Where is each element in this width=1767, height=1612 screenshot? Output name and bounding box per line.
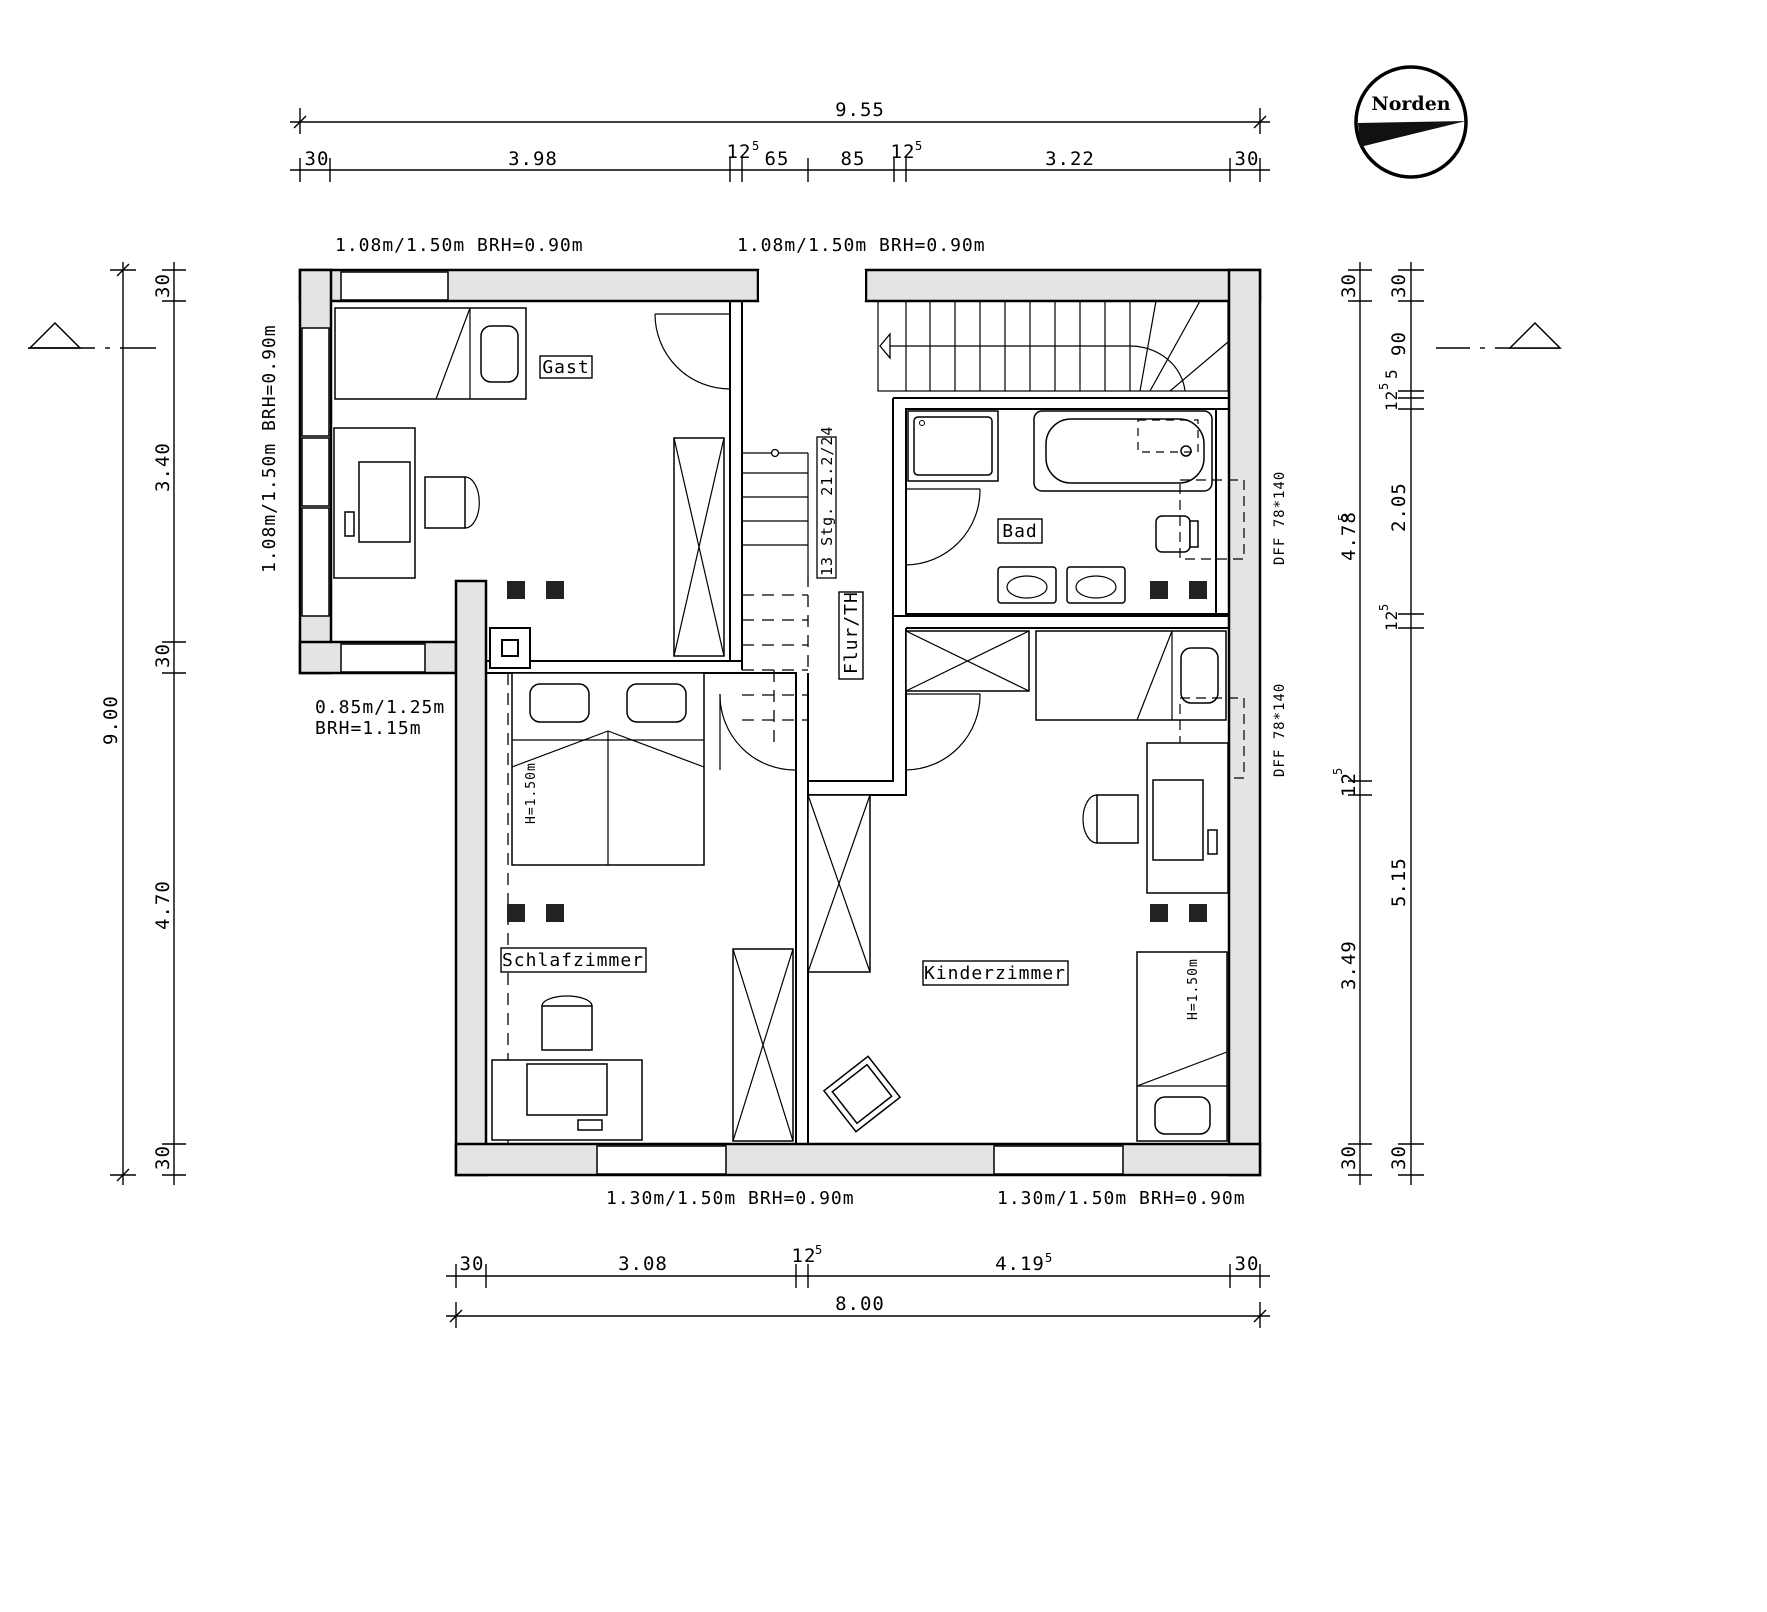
schlafzimmer-furniture: H=1.50m bbox=[491, 672, 794, 1144]
dim-left-seg-2: 3.40 bbox=[152, 442, 174, 492]
room-label-kinderzimmer: Kinderzimmer bbox=[924, 963, 1066, 984]
dim-right-inner-3: 3.49 bbox=[1338, 940, 1360, 990]
dim-right-seg-3: 12 bbox=[1382, 390, 1401, 411]
bad-furniture bbox=[907, 410, 1245, 604]
dim-right-sup-2: 5 bbox=[1377, 604, 1391, 611]
dim-right-sup-1: 5 bbox=[1377, 383, 1391, 390]
pillow-left bbox=[529, 683, 590, 723]
room-label-schlafzimmer: Schlafzimmer bbox=[502, 950, 644, 971]
dim-bottom-seg-1: 30 bbox=[460, 1253, 485, 1275]
compass-label: Norden bbox=[1371, 93, 1450, 115]
stair-label: 13 Stg. 21.2/24 bbox=[818, 426, 836, 576]
window-label-schlaf-bottom: 1.30m/1.50m BRH=0.90m bbox=[606, 1188, 855, 1209]
dim-top-seg-6: 12 bbox=[891, 141, 916, 163]
dim-top-seg-3: 12 bbox=[727, 141, 752, 163]
dim-right-inner-2: 12 bbox=[1338, 772, 1360, 797]
dim-right-seg-4: 5 bbox=[1382, 368, 1401, 379]
dim-right-total: 4.78 bbox=[1338, 511, 1360, 561]
room-label-gast: Gast bbox=[542, 357, 589, 378]
kinderzimmer-furniture: H=1.50m bbox=[807, 630, 1245, 1142]
dim-bottom-sup-1: 5 bbox=[815, 1243, 822, 1257]
window-label-small-1: 0.85m/1.25m bbox=[315, 697, 445, 718]
dim-right-seg-2: 90 bbox=[1388, 331, 1410, 356]
dim-right-seg-1: 30 bbox=[1388, 273, 1410, 298]
schlaf-chair bbox=[541, 1005, 593, 1051]
heater-icon bbox=[507, 904, 564, 922]
dim-left-total: 9.00 bbox=[100, 695, 122, 745]
dim-right-seg-6: 12 bbox=[1382, 610, 1401, 631]
window-label-flur-top: 1.08m/1.50m BRH=0.90m bbox=[737, 235, 986, 256]
dim-right-total-sup: 5 bbox=[1336, 514, 1350, 521]
wall-bottom bbox=[454, 1142, 1262, 1177]
dim-left-seg-4: 4.70 bbox=[152, 880, 174, 930]
window-openings bbox=[301, 270, 1124, 1175]
dim-left-seg-1: 30 bbox=[152, 273, 174, 298]
dim-top-seg-8: 30 bbox=[1235, 148, 1260, 170]
gast-chair bbox=[424, 476, 466, 529]
bed-height-kinder: H=1.50m bbox=[1186, 958, 1201, 1020]
window-labels: 1.08m/1.50m BRH=0.90m 1.08m/1.50m BRH=0.… bbox=[259, 235, 1288, 1209]
heater-icon bbox=[507, 581, 564, 599]
window-label-gast-top: 1.08m/1.50m BRH=0.90m bbox=[335, 235, 584, 256]
dim-right-seg-5: 2.05 bbox=[1388, 482, 1410, 532]
gast-furniture bbox=[333, 307, 725, 669]
dim-top-sup-1: 5 bbox=[752, 139, 759, 153]
dim-right-inner-1: 30 bbox=[1338, 273, 1360, 298]
dim-bottom-seg-4: 4.19 bbox=[995, 1253, 1045, 1275]
pillow-right bbox=[626, 683, 687, 723]
window-label-dff-2: DFF 78*140 bbox=[1272, 683, 1288, 777]
section-marker-right bbox=[1436, 321, 1562, 349]
dim-top-total: 9.55 bbox=[835, 99, 885, 121]
dim-bottom-seg-5: 30 bbox=[1235, 1253, 1260, 1275]
north-compass: Norden bbox=[1354, 65, 1468, 179]
dim-bottom-sup-2: 5 bbox=[1045, 1251, 1052, 1265]
section-marker-left bbox=[28, 321, 156, 349]
toilet bbox=[1155, 515, 1191, 553]
wall-left-schlaf bbox=[454, 579, 488, 1177]
top-dimensions: 9.55 30 3.98 12 5 65 85 12 5 3.22 30 bbox=[290, 99, 1270, 182]
dim-right-seg-7: 5.15 bbox=[1388, 857, 1410, 907]
dim-left-seg-3: 30 bbox=[152, 643, 174, 668]
dim-top-seg-5: 85 bbox=[841, 148, 866, 170]
heater-icon bbox=[1150, 581, 1207, 599]
dim-bottom-seg-2: 3.08 bbox=[618, 1253, 668, 1275]
dim-right-seg-8: 30 bbox=[1388, 1145, 1410, 1170]
bottom-dimensions: 30 3.08 12 5 4.19 5 30 8.00 bbox=[446, 1243, 1270, 1328]
heater-icon bbox=[1150, 904, 1207, 922]
dim-top-sup-2: 5 bbox=[915, 139, 922, 153]
room-labels: Gast Bad Schlafzimmer Kinderzimmer Flur/… bbox=[500, 355, 1069, 986]
window-label-kinder-bottom: 1.30m/1.50m BRH=0.90m bbox=[997, 1188, 1246, 1209]
staircase: 13 Stg. 21.2/24 bbox=[742, 300, 1229, 745]
dim-bottom-seg-3: 12 bbox=[792, 1245, 817, 1267]
window-label-dff-1: DFF 78*140 bbox=[1272, 471, 1288, 565]
kinder-chair bbox=[1096, 794, 1139, 844]
gast-pillow bbox=[480, 325, 519, 383]
dim-right-inner-sup: 5 bbox=[1331, 768, 1345, 775]
dim-left-seg-5: 30 bbox=[152, 1145, 174, 1170]
dim-top-seg-1: 30 bbox=[305, 148, 330, 170]
dim-top-seg-7: 3.22 bbox=[1045, 148, 1095, 170]
room-label-flur: Flur/TH bbox=[841, 591, 862, 674]
dim-top-seg-2: 3.98 bbox=[508, 148, 558, 170]
wall-top-right bbox=[864, 268, 1262, 303]
room-label-bad: Bad bbox=[1002, 521, 1038, 542]
dim-top-seg-4: 65 bbox=[765, 148, 790, 170]
dim-right-inner-4: 30 bbox=[1338, 1145, 1360, 1170]
dim-bottom-total: 8.00 bbox=[835, 1293, 885, 1315]
window-label-small-2: BRH=1.15m bbox=[315, 718, 422, 739]
bed-height-schlaf: H=1.50m bbox=[524, 762, 539, 824]
right-dimensions: 30 4.78 5 12 5 3.49 30 30 90 12 5 5 2.05… bbox=[1331, 262, 1562, 1185]
doors bbox=[654, 313, 981, 771]
armchair bbox=[822, 1055, 902, 1133]
left-dimensions: 9.00 30 3.40 30 4.70 30 bbox=[28, 262, 186, 1185]
window-label-gast-left: 1.08m/1.50m BRH=0.90m bbox=[259, 324, 280, 573]
